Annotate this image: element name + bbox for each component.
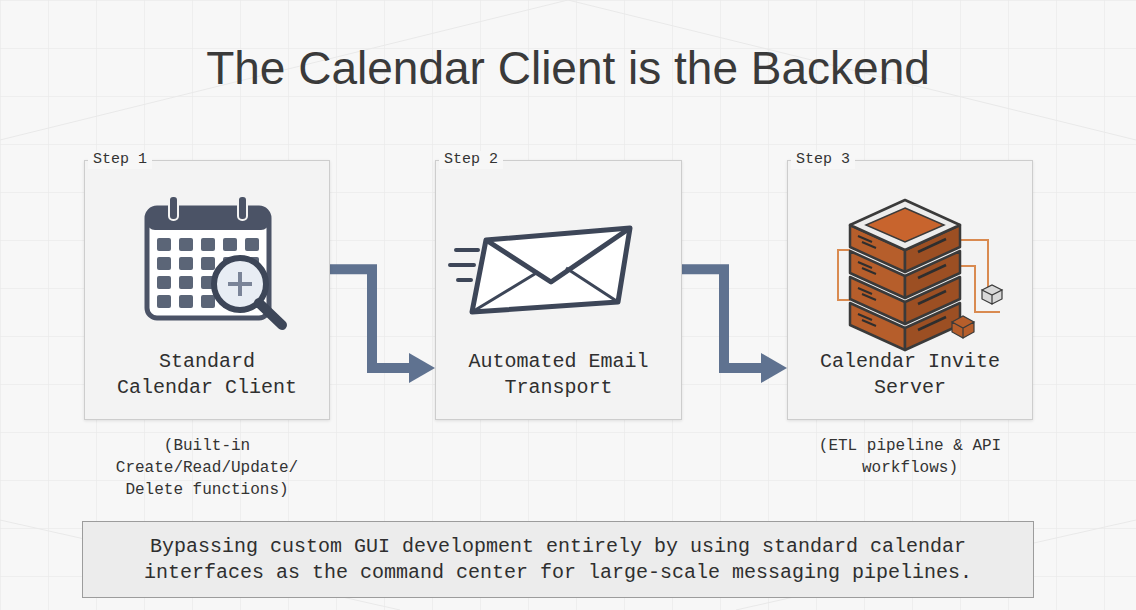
envelope-fold — [472, 268, 618, 312]
server-top-panel — [866, 208, 944, 242]
calendar-icon — [147, 196, 282, 325]
box-label: Calendar Invite Server — [812, 349, 1008, 401]
note-fill — [82, 521, 1034, 598]
calendar-body — [147, 208, 269, 318]
box-caption: (ETL pipeline & API workflows) — [810, 435, 1010, 479]
box-fill — [787, 160, 1033, 420]
step-label: Step 1 — [88, 151, 152, 169]
diagram-title: The Calendar Client is the Backend — [0, 40, 1136, 96]
magnifier-handle — [259, 303, 282, 325]
flow-arrow — [682, 269, 767, 368]
magnifier-cross — [228, 272, 252, 296]
speed-lines — [450, 250, 478, 280]
calendar-header — [147, 208, 269, 230]
calendar-cell — [179, 238, 193, 251]
calendar-ring — [169, 196, 178, 220]
calendar-cell — [223, 238, 237, 251]
calendar-cell — [157, 295, 171, 308]
server-top — [850, 200, 960, 250]
box-label: Automated Email Transport — [461, 349, 657, 401]
small-cube — [982, 285, 1002, 304]
box-fill — [435, 160, 682, 420]
calendar-cell — [179, 257, 193, 270]
summary-text: Bypassing custom GUI development entirel… — [133, 534, 983, 586]
calendar-cell — [179, 276, 193, 289]
step-box: Step 2Automated Email Transport — [435, 160, 682, 420]
step-box: Step 1Standard Calendar Client(Built-in … — [84, 160, 330, 420]
step-label: Step 3 — [791, 151, 855, 169]
calendar-ring — [238, 196, 247, 220]
calendar-cell — [201, 238, 215, 251]
small-cube — [952, 316, 974, 338]
box-label: Standard Calendar Client — [109, 349, 305, 401]
envelope-flap — [486, 228, 630, 282]
step-box: Step 3Calendar Invite Server(ETL pipelin… — [787, 160, 1033, 420]
flow-arrow — [330, 269, 415, 368]
server-icon — [838, 200, 1002, 350]
calendar-cell — [157, 238, 171, 251]
step-label: Step 2 — [439, 151, 503, 169]
calendar-cell — [157, 257, 171, 270]
box-fill — [84, 160, 330, 420]
calendar-cell — [157, 276, 171, 289]
envelope-icon — [450, 228, 630, 312]
summary-box: Bypassing custom GUI development entirel… — [82, 521, 1034, 598]
calendar-cell — [179, 295, 193, 308]
calendar-cell — [245, 238, 259, 251]
calendar-cell — [201, 295, 215, 308]
calendar-cell — [201, 257, 215, 270]
envelope-body — [472, 228, 630, 312]
box-caption: (Built-in Create/Read/Update/ Delete fun… — [107, 435, 307, 501]
